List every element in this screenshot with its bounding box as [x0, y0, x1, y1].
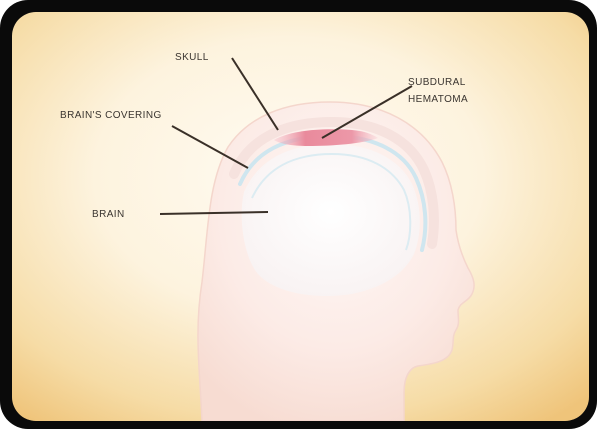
label-skull: SKULL [175, 51, 209, 64]
label-subdural-line2: HEMATOMA [408, 93, 468, 106]
slide: SKULL SUBDURAL HEMATOMA BRAIN'S COVERING… [12, 12, 589, 421]
brain-region [242, 144, 420, 296]
label-subdural-line1: SUBDURAL [408, 76, 466, 89]
label-brain: BRAIN [92, 208, 125, 221]
label-brains-covering: BRAIN'S COVERING [60, 109, 162, 122]
